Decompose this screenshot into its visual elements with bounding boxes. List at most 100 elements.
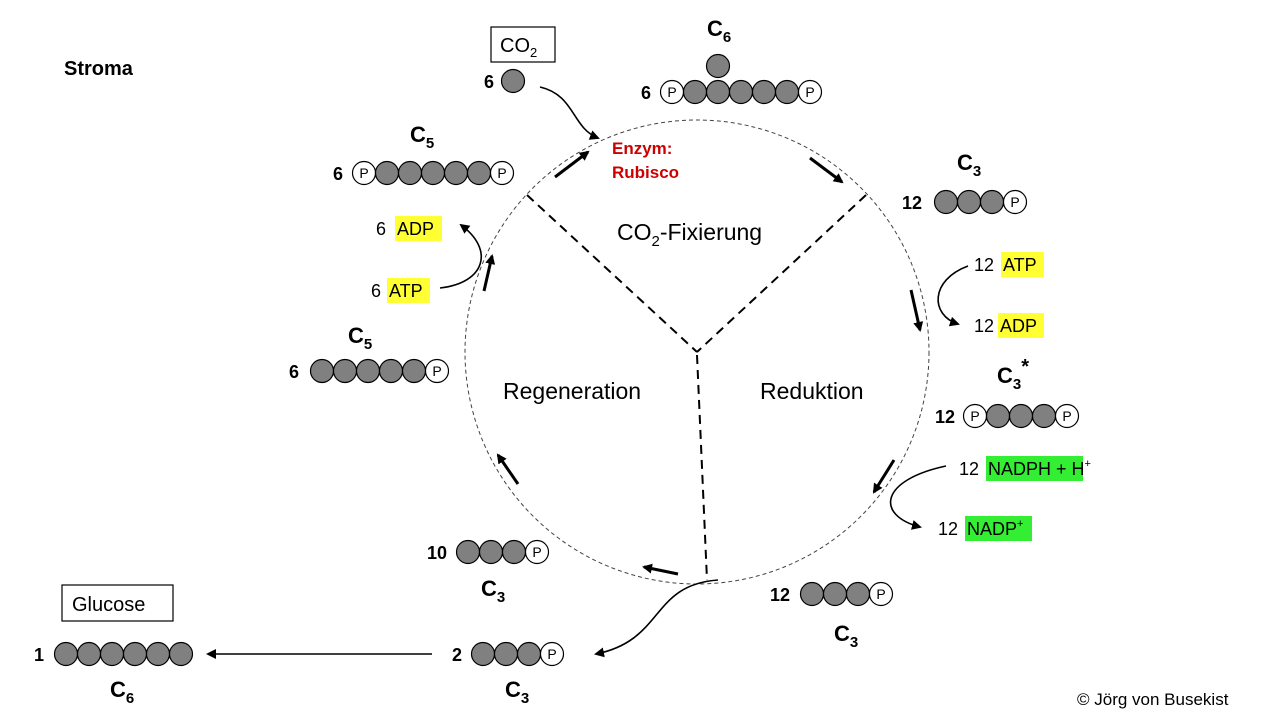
- cycle-arrows: [482, 150, 924, 576]
- adp-left-count: 6: [376, 219, 386, 239]
- copyright: © Jörg von Busekist: [1077, 690, 1229, 709]
- c6-top-label: C6: [707, 16, 731, 46]
- nadph-highlight: [986, 456, 1083, 481]
- c3-bottom-chain: P: [470, 641, 565, 667]
- c3-bottom-right-count: 12: [770, 585, 790, 605]
- carbon-atom: [122, 641, 148, 667]
- carbon-atom: [99, 641, 125, 667]
- adp-right-label: ADP: [1000, 316, 1037, 336]
- export-arrow: [594, 579, 719, 658]
- carbon-atom: [979, 189, 1005, 215]
- carbon-atom: [478, 539, 504, 565]
- phase-regeneration-label: Regeneration: [503, 378, 641, 404]
- c3star-count: 12: [935, 407, 955, 427]
- atp-adp-right-arrow: [937, 265, 969, 327]
- nadph-arrow: [889, 465, 947, 530]
- carbon-atom: [332, 358, 358, 384]
- carbon-atom: [145, 641, 171, 667]
- carbon-atom: [53, 641, 79, 667]
- carbon-atom: [933, 189, 959, 215]
- atp-right-highlight: [1001, 252, 1044, 277]
- carbon-atom: [751, 79, 777, 105]
- atp-left-label: ATP: [389, 281, 423, 301]
- carbon-atom: [378, 358, 404, 384]
- carbon-atom: [774, 79, 800, 105]
- c3-right-count: 12: [902, 193, 922, 213]
- phosphate-label: P: [547, 646, 556, 662]
- phosphate-label: P: [432, 363, 441, 379]
- nadph-count: 12: [959, 459, 979, 479]
- c5-left-count: 6: [289, 362, 299, 382]
- carbon-atom: [845, 581, 871, 607]
- c5-top-count: 6: [333, 164, 343, 184]
- carbon-atom: [455, 539, 481, 565]
- carbon-atom: [168, 641, 194, 667]
- adp-right-count: 12: [974, 316, 994, 336]
- carbon-atom: [956, 189, 982, 215]
- carbon-atom: [443, 160, 469, 186]
- nadp-count: 12: [938, 519, 958, 539]
- nadp-label: NADP+: [967, 518, 1023, 539]
- enzyme-label: Enzym:: [612, 139, 672, 158]
- carbon-atom: [682, 79, 708, 105]
- c3-right-label: C3: [957, 150, 981, 180]
- glucose-c6-label: C6: [110, 677, 134, 707]
- carbon-atom: [397, 160, 423, 186]
- glucose-box: [61, 584, 174, 622]
- carbon-atom: [466, 160, 492, 186]
- phosphate-group: [489, 160, 515, 186]
- carbon-atom: [76, 641, 102, 667]
- stroma-label: Stroma: [64, 58, 134, 80]
- carbon-atom: [374, 160, 400, 186]
- carbon-atom: [501, 539, 527, 565]
- glucose-count: 1: [34, 645, 44, 665]
- co2-count: 6: [484, 72, 494, 92]
- co2-box-label: CO2: [500, 35, 537, 60]
- adp-right: 12 ADP: [974, 313, 1044, 338]
- phosphate-label: P: [970, 408, 979, 424]
- carbon-atom: [1031, 403, 1057, 429]
- phosphate-group: [868, 581, 894, 607]
- carbon-atom: [1008, 403, 1034, 429]
- phase-dividers: [526, 194, 867, 581]
- glucose-chain: [53, 641, 194, 667]
- c3star-label: C3*: [997, 356, 1029, 393]
- flow-arrows: [206, 86, 969, 659]
- phosphate-group: [797, 79, 823, 105]
- carbon-atom: [420, 160, 446, 186]
- c3-right-chain: P: [933, 189, 1028, 215]
- c3-bottom-mid-chain: P: [455, 539, 550, 565]
- phosphate-label: P: [1062, 408, 1071, 424]
- nadp-highlight: [965, 516, 1032, 541]
- glucose-box-label: Glucose: [72, 594, 145, 616]
- phosphate-group: [424, 358, 450, 384]
- phosphate-label: P: [497, 165, 506, 181]
- c3-bottom-count: 2: [452, 645, 462, 665]
- phosphate-group: [1054, 403, 1080, 429]
- phosphate-label: P: [1010, 194, 1019, 210]
- nadp: 12 NADP+: [938, 516, 1032, 541]
- carbon-atom: [401, 358, 427, 384]
- carbon-atom: [705, 79, 731, 105]
- atp-right-count: 12: [974, 255, 994, 275]
- carbon-atom: [493, 641, 519, 667]
- c5-left-chain: P: [309, 358, 450, 384]
- carbon-atom: [985, 403, 1011, 429]
- c3-bottom-label: C3: [505, 677, 529, 707]
- phosphate-label: P: [667, 84, 676, 100]
- co2-molecule: [500, 68, 526, 94]
- atp-adp-left-arrow: [439, 223, 483, 289]
- c5-left-label: C5: [348, 323, 372, 353]
- c3-bottom-right-chain: P: [799, 581, 894, 607]
- co2-entry-arrow: [539, 86, 600, 140]
